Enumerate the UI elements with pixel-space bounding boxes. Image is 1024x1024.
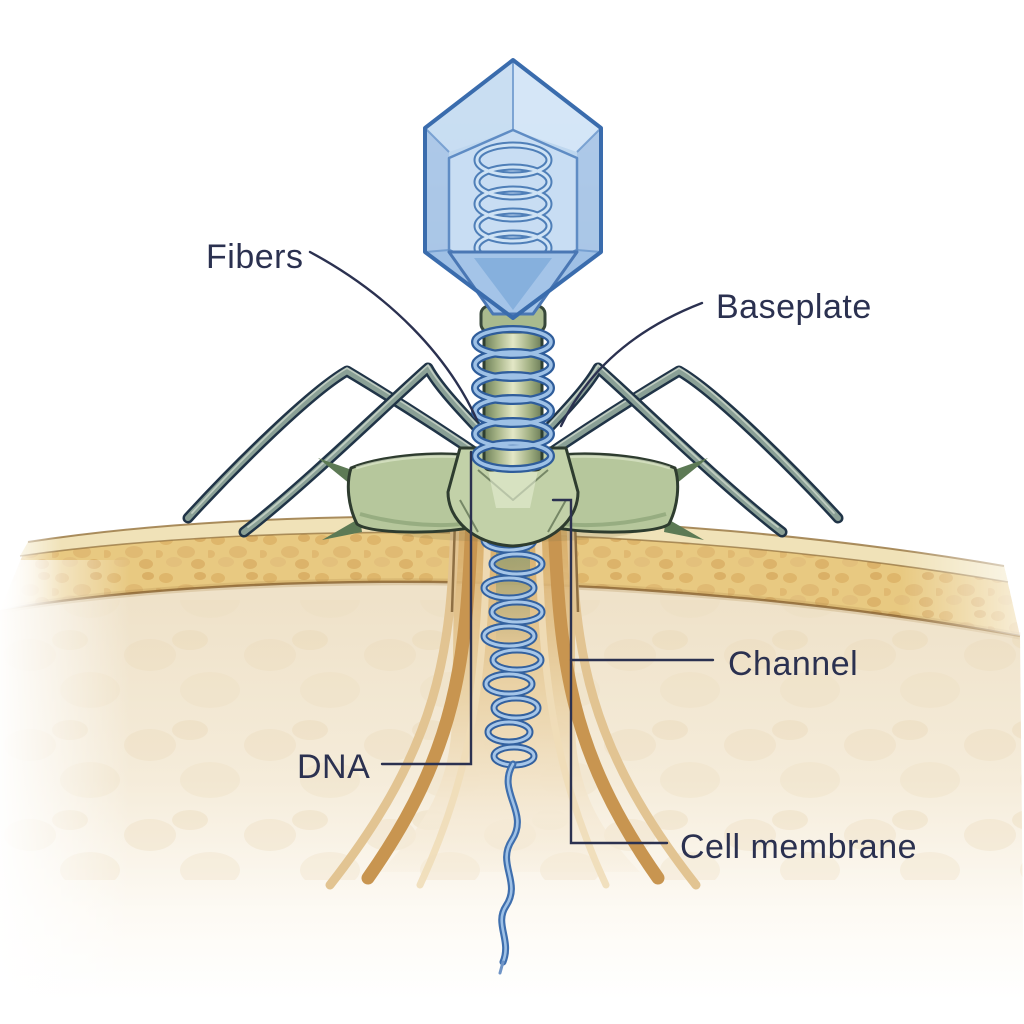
baseplate-leader-line [559,301,704,428]
labels: Fibers Baseplate Channel DNA Cell membra… [206,238,917,866]
baseplate-spike [322,518,362,540]
fiber-right-inner [520,362,788,538]
baseplate-spike [318,458,352,484]
label-fibers: Fibers [206,238,303,276]
label-channel: Channel [728,645,858,683]
edge-fade [0,560,130,1024]
label-baseplate: Baseplate [716,288,872,326]
dna-leader-line [380,450,473,766]
fiber-right-outer [531,365,844,524]
injected-dna-helix [480,526,546,769]
tail-fibers [182,362,844,538]
label-dna: DNA [297,748,370,786]
phage-head [423,58,603,320]
fiber-left-outer [182,365,495,524]
leader-lines [308,250,715,845]
label-cell-membrane: Cell membrane [680,828,917,866]
tail-coil [471,325,555,473]
tail-assembly [471,304,555,473]
baseplate-spike [674,458,708,484]
baseplate-spike [664,518,704,540]
fiber-left-inner [238,362,506,538]
membrane-pale-layer [20,516,1008,582]
dna-strand-tip [498,760,521,975]
head-cone-shade [474,258,552,310]
fibers-leader-line [308,250,479,422]
baseplate [318,446,708,548]
cell-membrane-leader-line [551,498,669,845]
